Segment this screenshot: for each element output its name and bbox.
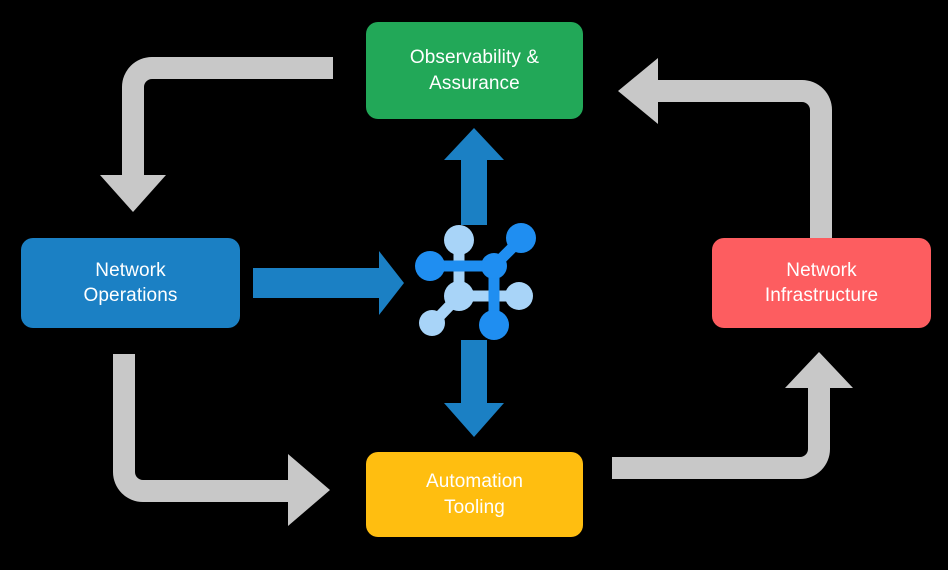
arrow-center-to-automation [444, 340, 504, 437]
topology-nodes-secondary [419, 225, 533, 336]
node-label-automation: Automation Tooling [425, 471, 524, 518]
node-label-operations: Network Operations [83, 259, 178, 306]
node-network-operations[interactable]: Network Operations [21, 238, 240, 328]
node-observability-assurance[interactable]: Observability & Assurance [366, 22, 583, 119]
node-automation-tooling[interactable]: Automation Tooling [366, 452, 583, 537]
node-label-observability: Observability & Assurance [409, 47, 540, 94]
node-label-infrastructure: Network Infrastructure [764, 259, 879, 306]
topology-nodes-primary [415, 223, 536, 340]
arrow-operations-to-center [253, 251, 404, 315]
arrow-operations-to-automation [113, 354, 330, 526]
arrow-infrastructure-to-observability [618, 58, 832, 242]
node-network-infrastructure[interactable]: Network Infrastructure [712, 238, 931, 328]
arrow-observability-to-operations [100, 57, 333, 212]
arrow-center-to-observability [444, 128, 504, 225]
arrow-automation-to-infrastructure [612, 352, 853, 479]
